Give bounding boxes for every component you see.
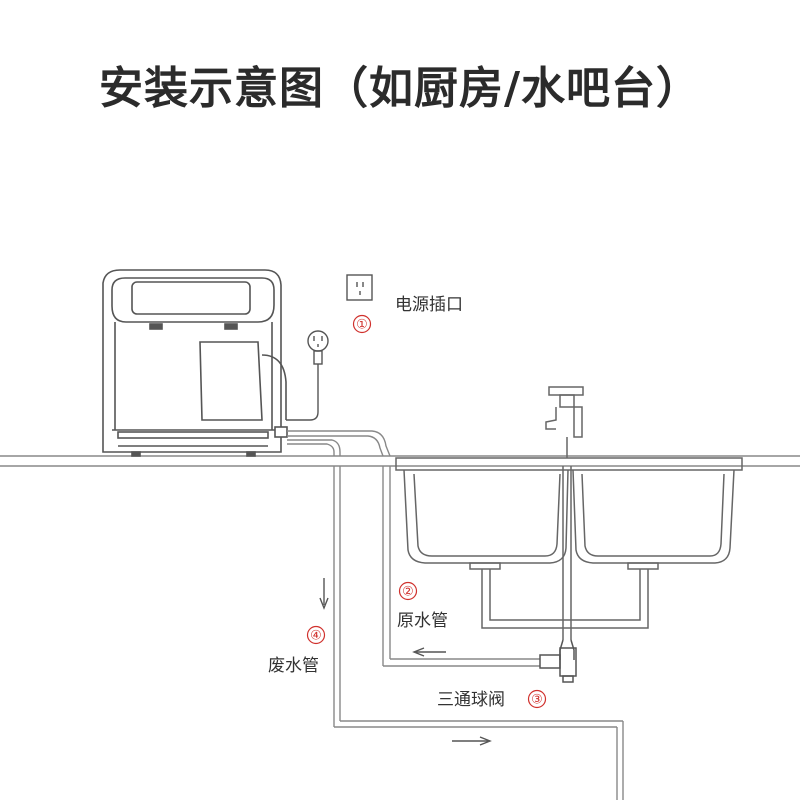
- faucet: [545, 386, 584, 640]
- label-waste-water-pipe: ④ 废水管: [268, 625, 326, 676]
- page-title: 安装示意图（如厨房/水吧台）: [98, 63, 702, 114]
- raw-water-pipe: [382, 466, 540, 667]
- power-socket: [346, 274, 373, 301]
- three-way-valve: [539, 639, 577, 683]
- label-number: ②: [402, 585, 414, 600]
- label-three-way-valve: 三通球阀 ③: [437, 689, 547, 710]
- label-power-socket: ① 电源插口: [352, 295, 463, 334]
- label-number: ④: [310, 629, 322, 644]
- label-number: ①: [356, 318, 368, 333]
- label-text: 原水管: [397, 611, 448, 631]
- label-raw-water-pipe: ② 原水管: [397, 581, 448, 631]
- kitchen-sink: [395, 457, 743, 629]
- water-purifier: [102, 269, 288, 457]
- power-plug: [286, 330, 329, 421]
- label-text: 电源插口: [395, 295, 463, 315]
- machine-pipes: [287, 430, 391, 457]
- label-text: 废水管: [268, 656, 319, 676]
- waste-water-pipe: [319, 466, 624, 800]
- label-text: 三通球阀: [437, 690, 505, 710]
- label-number: ③: [531, 693, 543, 708]
